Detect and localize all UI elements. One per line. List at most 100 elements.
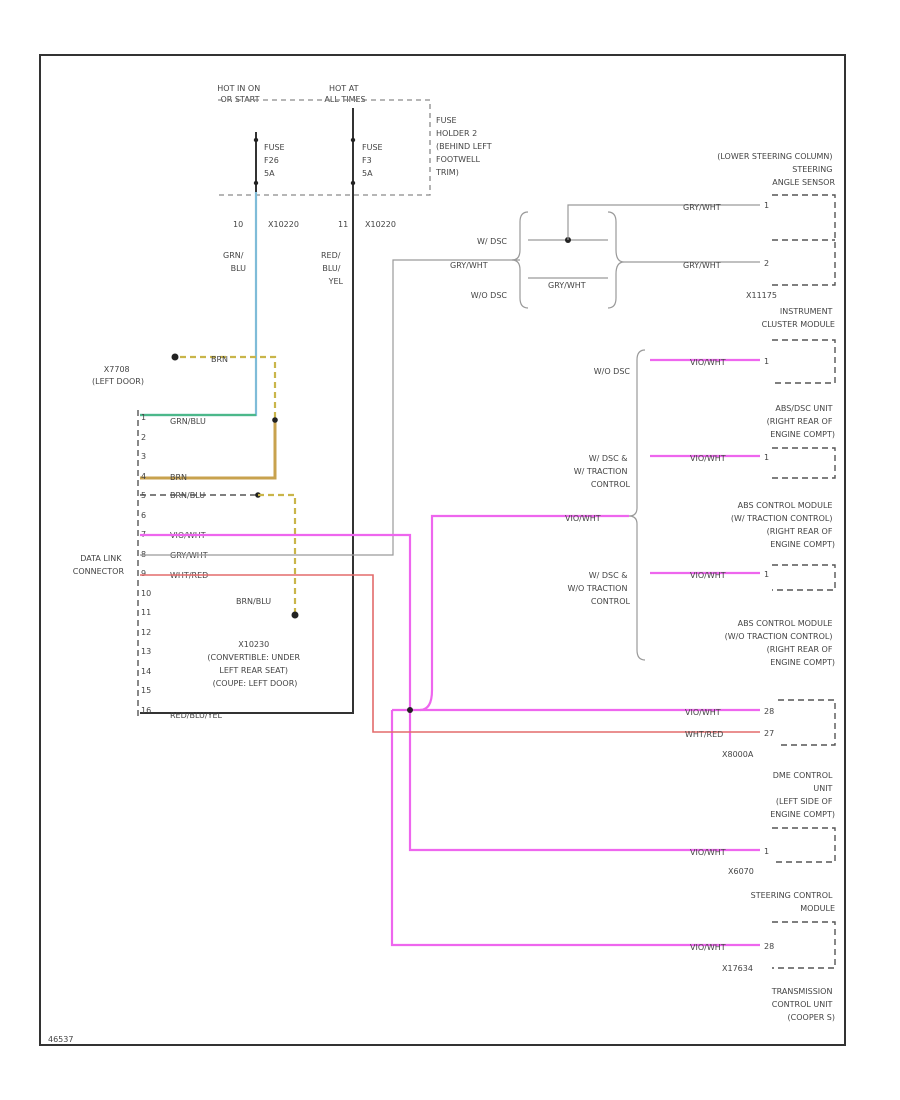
abs-wo-dsc-label: W/O DSC (594, 367, 631, 376)
scm-wire-label: VIO/WHT (690, 943, 726, 952)
tcu-wire-28-label: VIO/WHT (685, 708, 721, 717)
fuse-f3-terminal-bottom (350, 180, 356, 186)
w-dsc-label: W/ DSC (477, 237, 507, 246)
sensor-box (772, 194, 836, 286)
ground-x7708-label: X7708 (LEFT DOOR) (92, 365, 144, 386)
fuse-f26-label: FUSE F26 5A (264, 143, 287, 178)
fuse-f26-terminal-bottom (253, 180, 259, 186)
vio-wht-scm-wire (390, 710, 760, 947)
dlc-wire-1: GRN/BLU (170, 417, 206, 426)
sensor-pin-1: 1 (764, 201, 769, 210)
abs-dsc-title: ABS/DSC UNIT (RIGHT REAR OF ENGINE COMPT… (767, 404, 835, 439)
abs-dsc-pin: 1 (764, 453, 769, 462)
red-blu-yel-wire (140, 192, 354, 714)
hot-at-all-times-label: HOT AT ALL TIMES (324, 84, 365, 104)
tcu-pin-27: 27 (764, 729, 774, 738)
tcu-connector: X8000A (722, 750, 754, 759)
ic-pin: 1 (764, 357, 769, 366)
dlc-pin-12: 12 (141, 628, 151, 637)
tcu-pin-28: 28 (764, 707, 774, 716)
fuse-holder-label: FUSE HOLDER 2 (BEHIND LEFT FOOTWELL TRIM… (435, 116, 494, 177)
dlc-pin-11: 11 (141, 608, 151, 617)
diagram-frame (39, 54, 846, 1046)
grn-blu-label: GRN/ BLU (223, 251, 246, 273)
ground-x10230 (291, 611, 299, 619)
scm-box (772, 921, 836, 969)
ground-x7708 (171, 353, 179, 361)
tcu-wire-27-label: WHT/RED (685, 730, 723, 739)
fuse-f3-terminal-top (350, 137, 356, 143)
brn-dashed-wire (180, 355, 277, 420)
gry-wht-dlc-wire (140, 259, 520, 556)
dlc-pin-16: 16 (141, 706, 151, 715)
pin-10-connector: X10220 (268, 220, 299, 229)
pin-11-label: 11 (338, 220, 348, 229)
gry-wht-main-label: GRY/WHT (450, 261, 488, 270)
ic-wire-label: VIO/WHT (690, 358, 726, 367)
scm-title: STEERING CONTROL MODULE (751, 891, 835, 913)
abs-w-dsc-wo-tc-label: W/ DSC & W/O TRACTION CONTROL (567, 571, 630, 606)
red-blu-yel-label: RED/ BLU/ YEL (321, 251, 344, 286)
dlc-wire-5: BRN/BLU (170, 491, 205, 500)
wo-dsc-wire-label: GRY/WHT (548, 281, 586, 290)
dlc-pin-6: 6 (141, 511, 146, 520)
scm-connector: X17634 (722, 964, 753, 973)
abs-w-dsc-tc-label: W/ DSC & W/ TRACTION CONTROL (574, 454, 631, 489)
fuse-holder-outline (218, 99, 431, 196)
brn-blu-ground-label: BRN/BLU (236, 597, 271, 606)
sensor-wire-2-label: GRY/WHT (683, 261, 721, 270)
dsc-selector-bracket (511, 211, 529, 309)
hot-in-on-label: HOT IN ON OR START (217, 84, 262, 104)
tcu-box (778, 699, 836, 746)
dlc-pin-3: 3 (141, 452, 146, 461)
dlc-pin-2: 2 (141, 433, 146, 442)
wht-red-wire (140, 574, 760, 733)
dlc-pin-4: 4 (141, 472, 146, 481)
dsc-right-bracket (607, 211, 625, 309)
sensor-wire-1-label: GRY/WHT (683, 203, 721, 212)
dme-wire-label: VIO/WHT (690, 848, 726, 857)
pin-11-connector: X10220 (365, 220, 396, 229)
ic-box (772, 339, 836, 384)
brn-wire-label: BRN (211, 355, 228, 364)
scm-pin: 28 (764, 942, 774, 951)
brn-connector-wire (140, 420, 277, 480)
vio-wht-dlc-wire (140, 533, 760, 852)
dme-connector: X6070 (728, 867, 754, 876)
abs-notc-title: ABS CONTROL MODULE (W/O TRACTION CONTROL… (725, 619, 835, 667)
tcu-title: TRANSMISSION CONTROL UNIT (COOPER S) (771, 987, 835, 1022)
dlc-pin-10: 10 (141, 589, 151, 598)
abs-tc-pin: 1 (764, 570, 769, 579)
dlc-title: DATA LINK CONNECTOR (73, 554, 125, 576)
dme-title: DME CONTROL UNIT (LEFT SIDE OF ENGINE CO… (770, 771, 835, 819)
sensor-pin-2: 2 (764, 259, 769, 268)
dlc-pin-9: 9 (141, 569, 146, 578)
dme-pin: 1 (764, 847, 769, 856)
sensor-title: (LOWER STEERING COLUMN) STEERING ANGLE S… (717, 152, 835, 187)
fuse-f26-terminal-top (253, 137, 259, 143)
abs-tc-box (772, 564, 836, 591)
abs-tc-wire-label: VIO/WHT (690, 571, 726, 580)
abs-dsc-box (772, 447, 836, 479)
vio-wht-splice (407, 707, 413, 713)
dlc-wire-4: BRN (170, 473, 187, 482)
dlc-pin-14: 14 (141, 667, 151, 676)
abs-dsc-wire-label: VIO/WHT (690, 454, 726, 463)
sensor-pin-1-wire (567, 204, 760, 240)
diagram-id: 46537 (48, 1035, 73, 1044)
dlc-pin-15: 15 (141, 686, 151, 695)
abs-tc-title: ABS CONTROL MODULE (W/ TRACTION CONTROL)… (731, 501, 835, 549)
dme-box (772, 827, 836, 863)
dlc-wire-16: RED/BLU/YEL (170, 711, 223, 720)
vio-wht-bus-label: VIO/WHT (565, 514, 601, 523)
sensor-connector: X11175 (746, 291, 777, 300)
abs-branch-bracket (628, 349, 646, 661)
x10230-label: X10230 (CONVERTIBLE: UNDER LEFT REAR SEA… (207, 640, 302, 688)
vio-wht-bus-to-abs (419, 514, 629, 712)
brn-splice (272, 417, 278, 423)
pin-10-label: 10 (233, 220, 243, 229)
dlc-pin-1: 1 (141, 413, 146, 422)
brn-blu-ground-wire (258, 493, 297, 612)
